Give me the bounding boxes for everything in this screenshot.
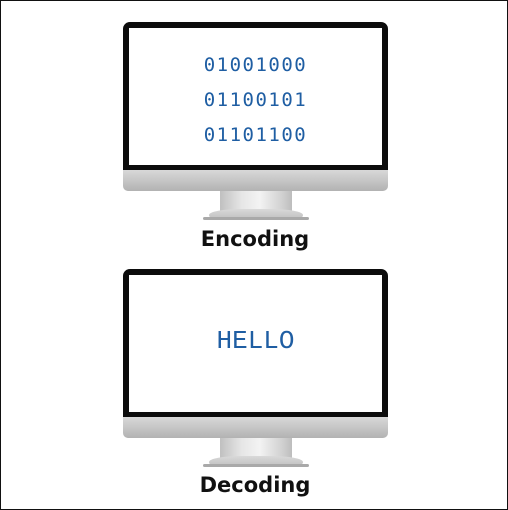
decoding-caption: Decoding xyxy=(199,473,311,497)
encoding-caption: Encoding xyxy=(200,227,310,251)
decoded-text: HELLO xyxy=(216,326,295,356)
monitor-chin xyxy=(123,417,388,438)
monitor-stand-neck xyxy=(220,191,292,211)
monitor-stand-shadow xyxy=(203,464,309,467)
monitor-stand-base xyxy=(209,209,303,218)
encoding-screen: 01001000 01100101 01101100 xyxy=(129,28,382,165)
binary-line: 01001000 xyxy=(203,54,308,76)
monitor-bezel: HELLO xyxy=(123,269,388,417)
decoding-screen: HELLO xyxy=(129,275,382,412)
monitor-stand-neck xyxy=(220,438,292,458)
monitor-stand-shadow xyxy=(203,217,309,220)
monitor-chin xyxy=(123,170,388,191)
binary-line: 01101100 xyxy=(203,124,308,146)
monitor-bezel: 01001000 01100101 01101100 xyxy=(123,22,388,170)
monitor-stand-base xyxy=(209,456,303,465)
binary-code: 01001000 01100101 01101100 xyxy=(129,48,382,153)
binary-line: 01100101 xyxy=(203,89,308,111)
